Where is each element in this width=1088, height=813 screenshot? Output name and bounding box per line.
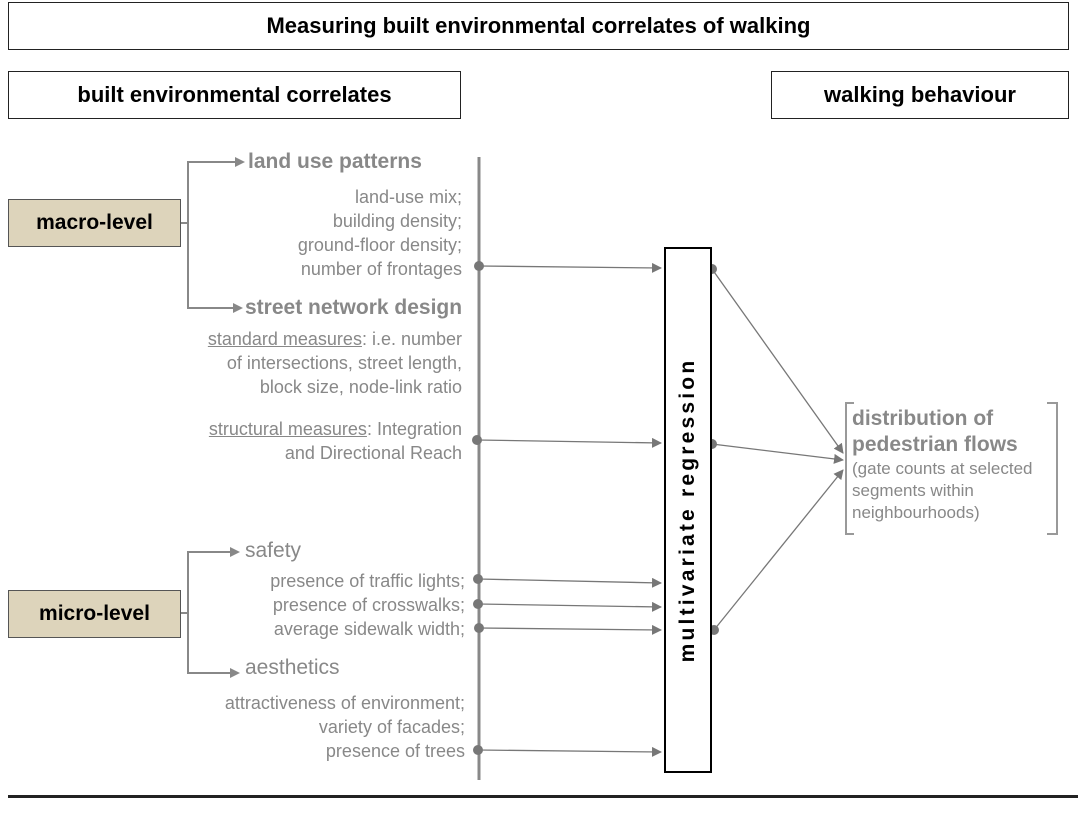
- aesthetics-item: variety of facades;: [318, 717, 465, 737]
- dot-structural: [472, 435, 482, 445]
- dot-trees: [473, 745, 483, 755]
- dot-crosswalks: [473, 599, 483, 609]
- safety-items: presence of traffic lights; presence of …: [270, 569, 465, 641]
- dot-sidewalk: [474, 623, 484, 633]
- structural-measures-label: structural measures: [208, 419, 367, 439]
- land-use-items: land-use mix; building density; ground-f…: [298, 185, 462, 281]
- aesthetics-items: attractiveness of environment; variety o…: [225, 691, 465, 763]
- land-use-heading: land use patterns: [248, 150, 422, 173]
- land-use-item: building density;: [332, 211, 462, 231]
- safety-item: presence of crosswalks;: [272, 595, 465, 615]
- macro-level-label: macro-level: [8, 199, 181, 247]
- arrow-structural: [476, 437, 662, 448]
- arrow-sidewalk: [478, 624, 662, 635]
- outcome-note: (gate counts at selected segments within…: [852, 459, 1033, 522]
- street-network-heading: street network design: [245, 296, 463, 319]
- outcome-bracket-right: [1047, 402, 1058, 535]
- arrow-out-bottom: [713, 469, 844, 631]
- macro-bracket: [181, 161, 235, 309]
- standard-measures-text: standard measures: i.e. number of inters…: [207, 329, 462, 397]
- micro-bracket-arrow-bottom: [230, 668, 240, 678]
- micro-level-label: micro-level: [8, 590, 181, 638]
- safety-item: average sidewalk width;: [273, 619, 465, 639]
- bottom-rule: [8, 795, 1078, 798]
- standard-measures-label: standard measures: [207, 329, 362, 349]
- outcome-title: distribution of pedestrian flows: [852, 407, 1018, 456]
- regression-box: multivariate regression: [664, 247, 712, 773]
- right-column-header: walking behaviour: [771, 71, 1069, 119]
- macro-bracket-arrow-bottom: [233, 303, 243, 313]
- arrow-out-middle: [711, 443, 844, 464]
- safety-item: presence of traffic lights;: [270, 571, 465, 591]
- structural-measures-text: structural measures: Integration and Dir…: [208, 419, 462, 463]
- safety-heading: safety: [245, 539, 302, 562]
- dot-traffic-lights: [473, 574, 483, 584]
- arrow-out-top: [711, 268, 844, 454]
- diagram-title: Measuring built environmental correlates…: [8, 2, 1069, 50]
- arrow-frontages: [478, 262, 662, 273]
- aesthetics-item: attractiveness of environment;: [224, 693, 465, 713]
- dot-frontages: [474, 261, 484, 271]
- land-use-item: land-use mix;: [354, 187, 462, 207]
- regression-label: multivariate regression: [676, 357, 699, 663]
- land-use-item: number of frontages: [300, 259, 462, 279]
- land-use-item: ground-floor density;: [297, 235, 462, 255]
- micro-bracket: [181, 551, 230, 674]
- macro-bracket-arrow-top: [235, 157, 245, 167]
- aesthetics-item: presence of trees: [325, 741, 465, 761]
- outcome-block: distribution of pedestrian flows (gate c…: [852, 406, 1033, 524]
- arrow-traffic-lights: [477, 577, 662, 588]
- micro-bracket-arrow-top: [230, 547, 240, 557]
- aesthetics-heading: aesthetics: [245, 656, 340, 679]
- arrow-trees: [477, 746, 662, 757]
- left-column-header: built environmental correlates: [8, 71, 461, 119]
- outcome-bracket-left: [845, 402, 854, 535]
- arrow-crosswalks: [477, 601, 662, 612]
